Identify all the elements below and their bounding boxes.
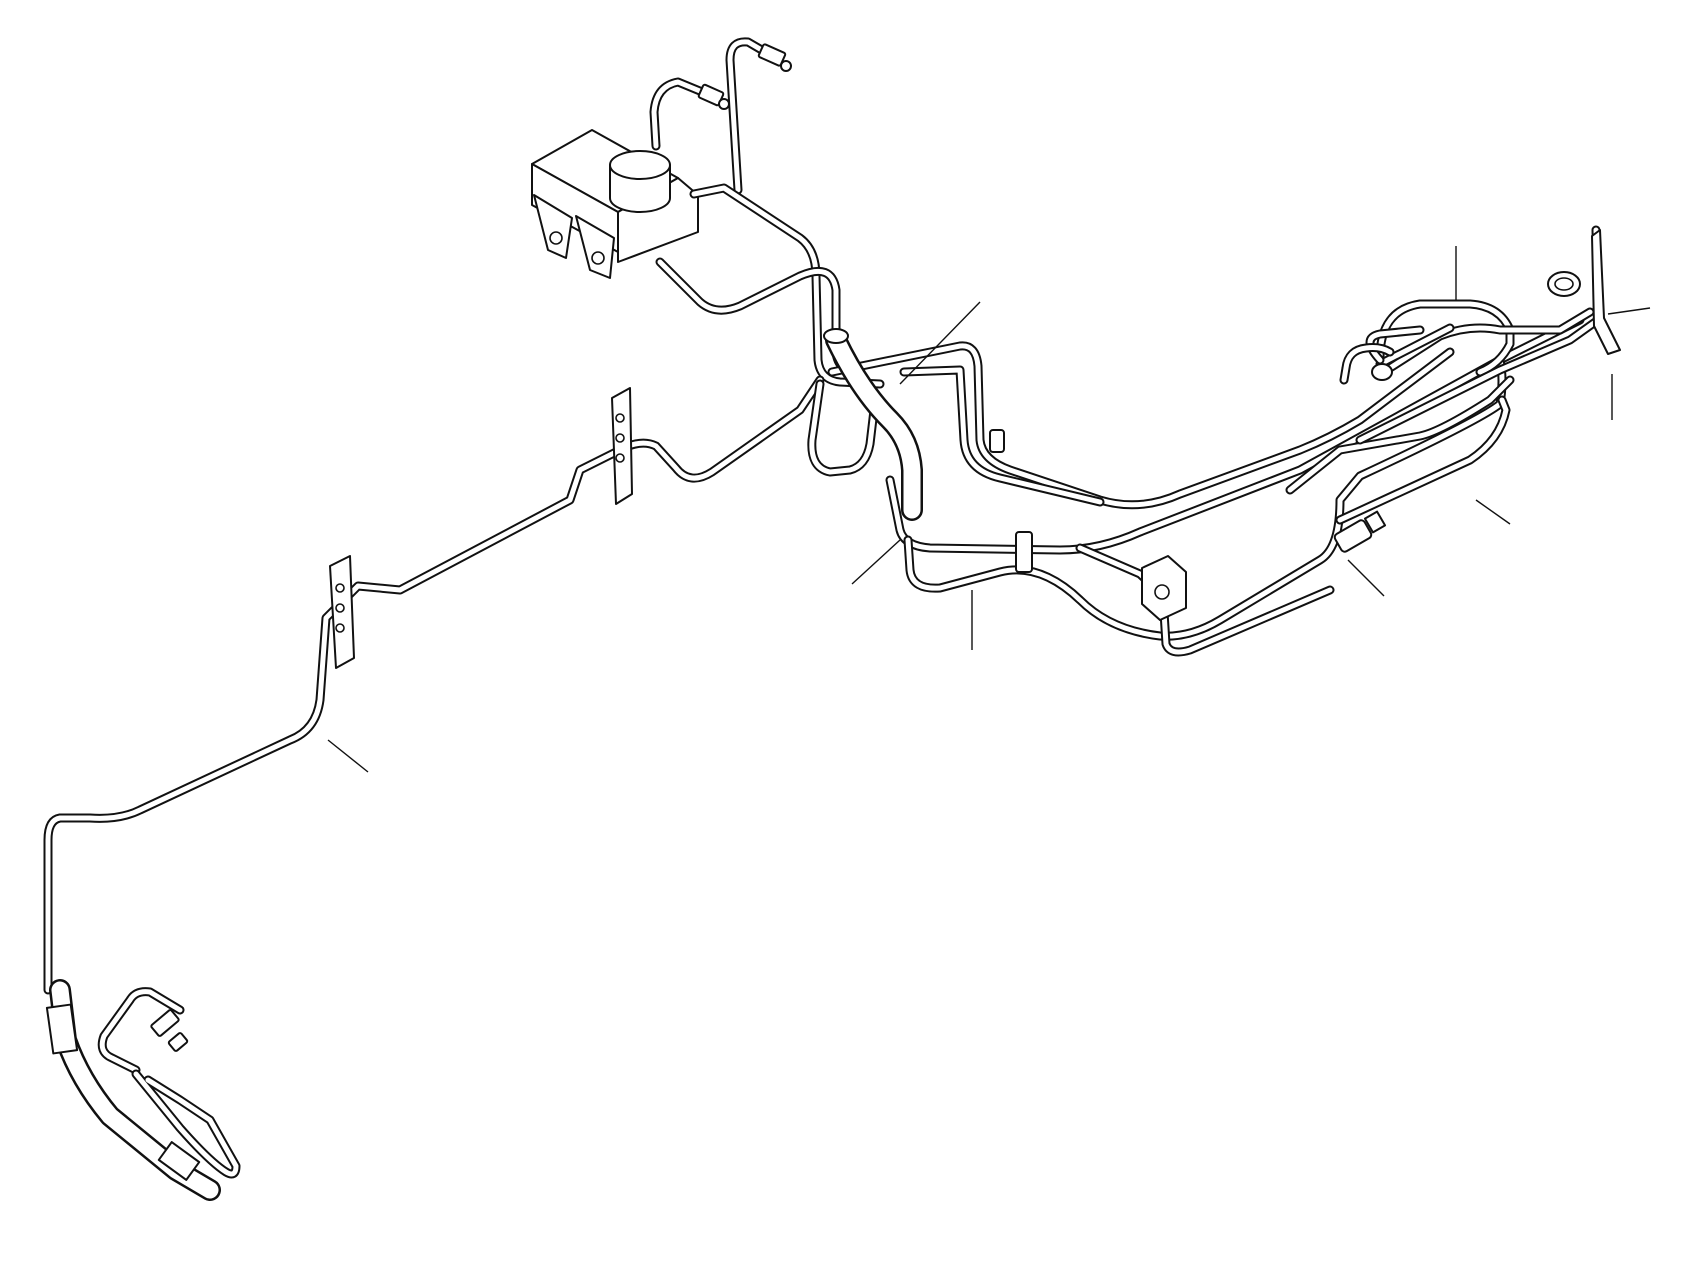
reservoir-cap [609, 150, 671, 213]
mounting-bracket-1 [611, 387, 633, 505]
pipe-long-left [43, 375, 825, 995]
fitting-sleeve-mid [1333, 510, 1387, 553]
brake-pipes [43, 37, 1603, 1179]
pipe-clip-upper [989, 429, 1005, 453]
pipe-hairpin [131, 1069, 241, 1179]
junction-block [1141, 555, 1187, 621]
union-fitting-front [150, 1009, 189, 1052]
hose-sleeve-rear [157, 1141, 201, 1181]
pipe-front-left [97, 987, 185, 1075]
pipe-top-2 [725, 37, 777, 195]
pipe-res-2 [655, 257, 865, 379]
callout-leaders [327, 246, 1651, 773]
pipe-right-4 [1375, 323, 1455, 369]
pipe-right-short [1339, 343, 1395, 385]
pipe-right-bend [1335, 395, 1511, 525]
union-fitting-right-2 [1547, 271, 1581, 297]
pipe-right-3 [1285, 375, 1515, 495]
pipe-mid-2 [899, 365, 1105, 507]
flexible-hose-center [823, 328, 923, 521]
pipe-res-1 [689, 183, 885, 389]
pipe-right-loop [1375, 299, 1515, 377]
union-fitting-top-1 [697, 83, 730, 110]
pipe-res-left [807, 379, 879, 477]
pipe-lower-2 [903, 355, 1507, 641]
union-fitting-top-2 [757, 43, 792, 72]
hose-sleeve-front-left [45, 1003, 79, 1055]
pipe-clip-center [1015, 531, 1033, 573]
mounting-bracket-2 [329, 555, 355, 669]
pipe-top-1 [649, 77, 717, 151]
union-fitting-right-1 [1371, 363, 1393, 381]
pipe-right-end [1365, 325, 1425, 365]
pipe-lower-3 [1075, 543, 1335, 657]
bracket-right [1591, 229, 1621, 355]
